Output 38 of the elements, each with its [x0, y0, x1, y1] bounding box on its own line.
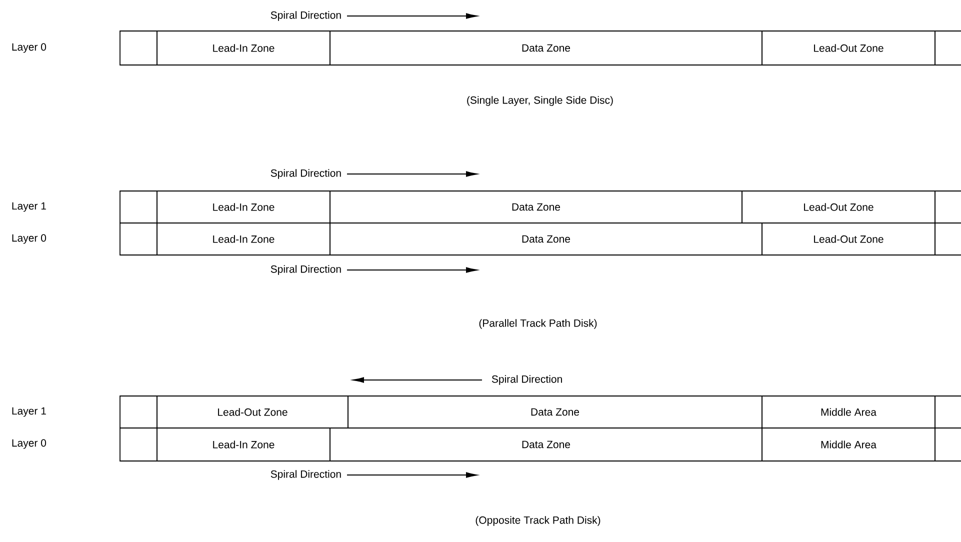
zone-cell: Data Zone	[330, 30, 762, 66]
direction-label: Spiral Direction	[270, 169, 341, 179]
empty-cell	[934, 190, 961, 224]
empty-cell	[934, 428, 961, 462]
empty-cell	[120, 190, 158, 224]
layer-label: Layer 0	[12, 43, 46, 53]
layer-label: Layer 0	[12, 234, 46, 244]
layer-label: Layer 1	[12, 202, 46, 212]
empty-cell	[120, 222, 158, 256]
empty-cell	[120, 396, 158, 428]
zone-cell: Data Zone	[348, 396, 762, 428]
direction-label: Spiral Direction	[270, 11, 341, 21]
zone-cell: Lead-Out Zone	[762, 30, 936, 66]
caption: (Single Layer, Single Side Disc)	[467, 96, 613, 106]
caption: (Opposite Track Path Disk)	[476, 516, 600, 526]
empty-cell	[934, 222, 961, 256]
zone-cell: Data Zone	[330, 428, 762, 462]
layer-label: Layer 0	[12, 439, 46, 449]
zone-cell: Lead-In Zone	[156, 190, 330, 224]
zone-cell: Middle Area	[762, 396, 936, 428]
caption: (Parallel Track Path Disk)	[479, 319, 597, 329]
zone-cell: Lead-In Zone	[156, 428, 330, 462]
direction-label: Spiral Direction	[270, 265, 341, 275]
empty-cell	[120, 428, 158, 462]
zone-cell: Lead-Out Zone	[742, 190, 936, 224]
zone-cell: Lead-Out Zone	[762, 222, 936, 256]
zone-cell: Data Zone	[330, 222, 762, 256]
zone-cell: Data Zone	[330, 190, 742, 224]
zone-cell: Lead-In Zone	[156, 222, 330, 256]
empty-cell	[934, 396, 961, 428]
empty-cell	[934, 30, 961, 66]
empty-cell	[120, 30, 158, 66]
direction-label: Spiral Direction	[270, 470, 341, 480]
layer-label: Layer 1	[12, 407, 46, 417]
zone-cell: Lead-In Zone	[156, 30, 330, 66]
zone-cell: Lead-Out Zone	[156, 396, 348, 428]
direction-label: Spiral Direction	[492, 375, 562, 385]
zone-cell: Middle Area	[762, 428, 936, 462]
